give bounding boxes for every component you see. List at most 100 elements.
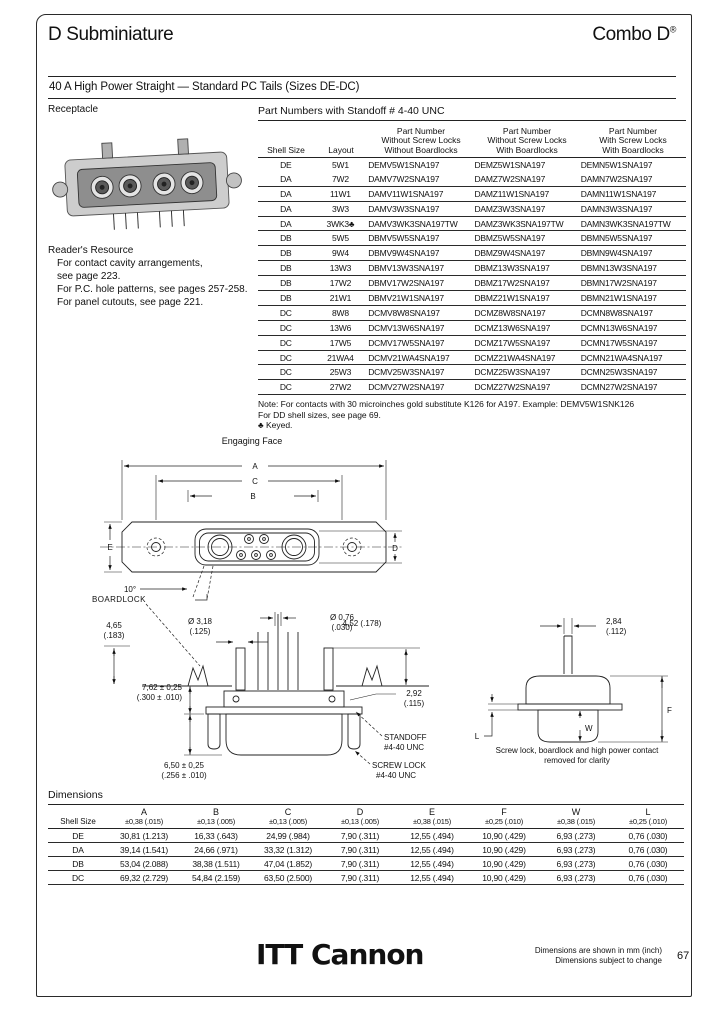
col-header-pn-no-screw-board: Part Number Without Screw Locks With Boa… — [474, 125, 580, 156]
insulator-body — [223, 690, 345, 708]
col-header-f: F±0,25 (.010) — [468, 807, 540, 826]
dimensions-header: Shell Size A±0,38 (.015) B±0,13 (.005) C… — [48, 804, 684, 829]
col-tolerance: ±0,25 (.010) — [629, 817, 667, 826]
part-number-cell: DAMN3W3SNA197 — [580, 203, 653, 214]
dim-cell: 7,90 (.311) — [340, 858, 380, 869]
dim-cell: 6,93 (.273) — [556, 830, 596, 841]
header-line: Without Screw Locks — [381, 135, 461, 145]
part-number-cell: DEMN5W1SNA197 — [580, 159, 653, 170]
col-letter: D — [356, 807, 364, 817]
dim-cell: 30,81 (1.213) — [120, 830, 168, 841]
dim-cell: 7,90 (.311) — [340, 830, 380, 841]
col-header-shell-size: Shell Size — [267, 144, 305, 155]
part-number-cell: DAMV3WK3SNA197TW — [368, 218, 458, 229]
dim-cell: 6,93 (.273) — [556, 872, 596, 883]
col-header-b: B±0,13 (.005) — [180, 807, 252, 826]
dim-d-label: D — [392, 544, 398, 553]
boardlock-label: BOARDLOCK — [92, 595, 146, 604]
readers-resource-line: see page 223. — [57, 271, 121, 282]
header-line: Part Number — [608, 125, 658, 136]
dim-cell: 24,66 (.971) — [194, 844, 238, 855]
side-view-caption: Screw lock, boardlock and high power con… — [468, 746, 686, 765]
note-line: For DD shell sizes, see page 69. — [258, 409, 381, 420]
col-header-a: A±0,38 (.015) — [108, 807, 180, 826]
dim-7-62: 7,62 ± 0,25 — [142, 683, 183, 692]
part-number-cell: DBMZ21W1SNA197 — [474, 292, 550, 303]
caption-line: removed for clarity — [544, 755, 610, 765]
shell-size-cell: DA — [280, 173, 292, 184]
shell-size-cell: DC — [72, 872, 84, 883]
part-number-cell: DBMV21W1SNA197 — [368, 292, 444, 303]
itt-cannon-logo: ITT Cannon — [256, 938, 424, 971]
part-number-cell: DBMN9W4SNA197 — [580, 248, 653, 259]
dim-cell: 63,50 (2.500) — [264, 872, 312, 883]
table-row: DA 39,14 (1.541) 24,66 (.971) 33,32 (1.312)… — [48, 843, 684, 857]
dim-a-label: A — [252, 462, 258, 471]
standoff-label: STANDOFF — [384, 733, 427, 742]
receptacle-label: Receptacle — [48, 104, 99, 115]
shell-flange — [205, 706, 363, 715]
part-number-cell: DAMN7W2SNA197 — [580, 173, 653, 184]
dim-cell: 6,93 (.273) — [556, 844, 596, 855]
shell-size-cell: DA — [280, 188, 292, 199]
part-number-cell: DCMV27W2SNA197 — [368, 382, 445, 393]
dim-cell: 16,33 (.643) — [194, 830, 238, 841]
layout-cell: 21WA4 — [327, 352, 354, 363]
part-number-cell: DCMN17W5SNA197 — [580, 337, 658, 348]
dim-b-label: B — [250, 492, 255, 501]
layout-cell: 3W3 — [331, 203, 349, 214]
part-number-cell: DCMN13W6SNA197 — [580, 322, 658, 333]
layout-cell: 17W2 — [329, 278, 352, 289]
dim-0-76-in: (.030) — [332, 623, 353, 632]
col-letter: C — [284, 807, 292, 817]
dim-cell: 69,32 (2.729) — [120, 872, 168, 883]
dim-cell: 0,76 (.030) — [628, 858, 668, 869]
shell-size-cell: DB — [280, 233, 292, 244]
col-letter: B — [212, 807, 219, 817]
part-number-cell: DAMV3W3SNA197 — [368, 203, 440, 214]
header-line: With Boardlocks — [602, 144, 664, 155]
brand-title-text: Combo D — [592, 24, 670, 45]
readers-resource-line: For panel cutouts, see page 221. — [57, 297, 204, 308]
standoff-body — [537, 709, 599, 743]
header-line: With Boardlocks — [496, 144, 558, 155]
part-number-cell: DCMV21WA4SNA197 — [368, 352, 450, 363]
shell-size-cell: DC — [279, 382, 292, 393]
part-number-cell: DAMN3WK3SNA197TW — [580, 218, 671, 229]
receptacle-photo — [52, 138, 242, 230]
dim-7-62-in: (.300 ± .010) — [137, 693, 183, 702]
part-number-cell: DBMZ9W4SNA197 — [474, 248, 546, 259]
engaging-face-drawing: Engaging Face A C B E — [100, 436, 404, 601]
shell-size-cell: DB — [72, 858, 84, 869]
dim-cell: 33,32 (1.312) — [264, 844, 312, 855]
part-number-cell: DAMZ11W1SNA197 — [474, 188, 549, 199]
dim-2-92-in: (.115) — [404, 699, 425, 708]
readers-resource-line: For P.C. hole patterns, see pages 257-25… — [57, 284, 248, 295]
dim-cell: 39,14 (1.541) — [120, 844, 168, 855]
col-letter: W — [571, 807, 581, 817]
part-number-cell: DCMV25W3SNA197 — [368, 367, 445, 378]
angle-label: 10° — [124, 585, 136, 594]
col-tolerance: ±0,38 (.015) — [413, 817, 451, 826]
shell-size-cell: DA — [72, 844, 84, 855]
part-number-cell: DCMN21WA4SNA197 — [580, 352, 663, 363]
header-line: With Screw Locks — [599, 135, 667, 145]
col-tolerance: ±0,13 (.005) — [341, 817, 379, 826]
header-line: Part Number — [502, 125, 552, 136]
part-number-cell: DCMZ17W5SNA197 — [474, 337, 551, 348]
insert-outline — [194, 528, 320, 566]
dim-f-label: F — [667, 706, 672, 715]
screw-lock-label: SCREW LOCK — [372, 761, 426, 770]
col-tolerance: ±0,13 (.005) — [269, 817, 307, 826]
dim-3-18-in: (.125) — [190, 627, 211, 636]
col-header-layout: Layout — [328, 144, 354, 155]
mating-shell — [225, 713, 343, 756]
